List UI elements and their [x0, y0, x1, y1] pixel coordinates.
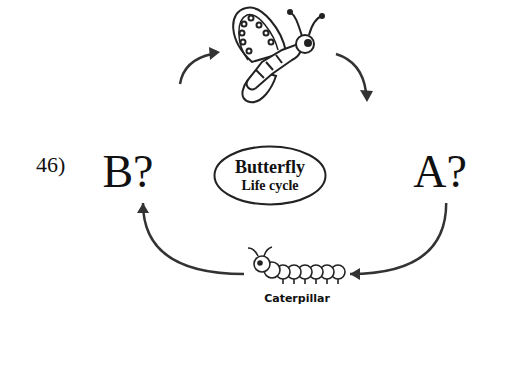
- cycle-arrow: [137, 203, 244, 274]
- caterpillar-drawing: [248, 247, 345, 284]
- cycle-arrow: [180, 54, 366, 92]
- arrow-line: [350, 203, 446, 274]
- butterfly-head: [296, 35, 314, 53]
- ellipse-title: Butterfly: [235, 157, 305, 178]
- stage-node: A?: [409, 142, 471, 203]
- arrow-head: [350, 268, 360, 280]
- ellipse-subtitle: Life cycle: [241, 178, 298, 194]
- title-ellipse: ButterflyLife cycle: [213, 145, 327, 206]
- arrow-head: [209, 47, 373, 102]
- arrow-head: [137, 203, 149, 213]
- stage-caption: Caterpillar: [264, 293, 330, 306]
- arrow-line: [143, 203, 244, 274]
- question-number: 46): [36, 152, 65, 178]
- stage-node: B?: [98, 142, 158, 203]
- butterfly-body: [247, 44, 301, 89]
- stage-node: Caterpillar: [244, 242, 350, 308]
- cycle-arrow: [350, 203, 446, 280]
- stage-label: A?: [413, 146, 467, 199]
- stage-label: B?: [102, 146, 153, 199]
